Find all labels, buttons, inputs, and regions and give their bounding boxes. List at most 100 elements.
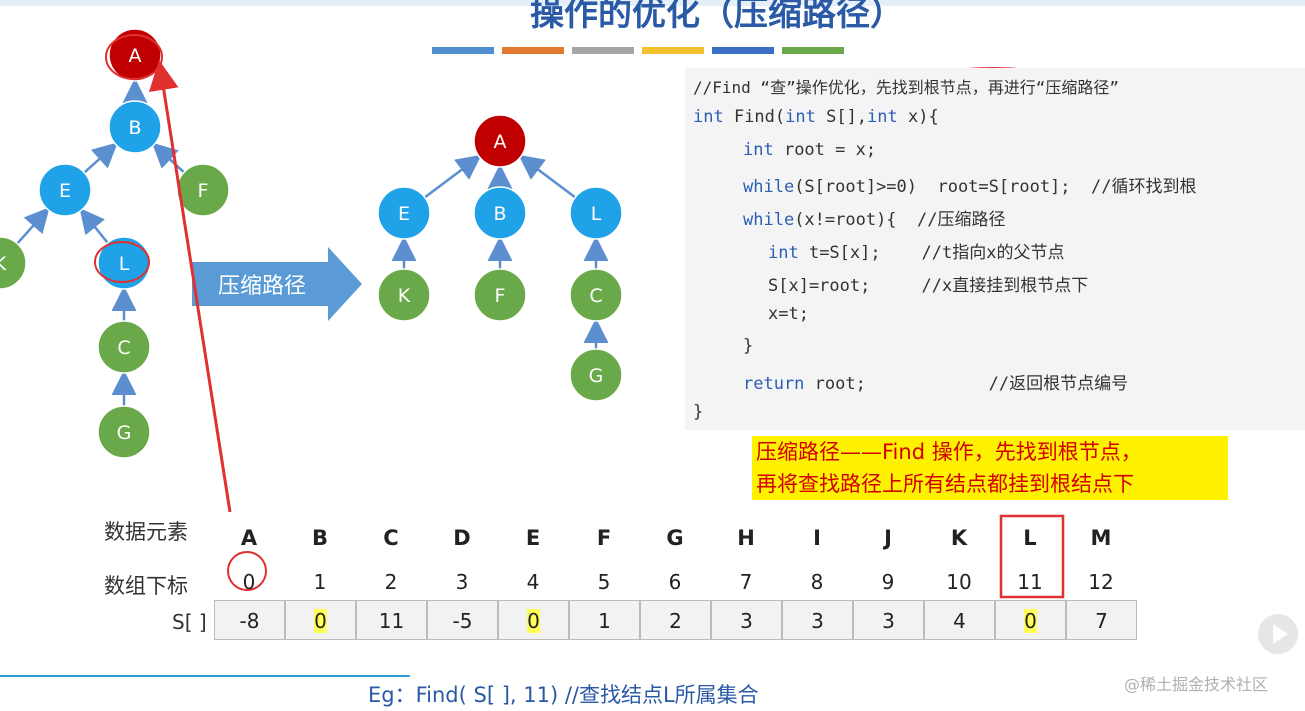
- title-strip: [0, 0, 1305, 6]
- value-cell: 0: [285, 600, 356, 640]
- color-bar-segment: [642, 47, 704, 54]
- value-cell: 3: [853, 600, 924, 640]
- before-node-B: B: [108, 100, 162, 154]
- red-circle-L: [94, 241, 150, 283]
- before-edge-F-B: [151, 142, 185, 174]
- value-cell: 2: [640, 600, 711, 640]
- code-line: //Find “查”操作优化，先找到根节点，再进行“压缩路径”: [693, 78, 1119, 97]
- code-line: }: [743, 336, 754, 357]
- index-cell: 6: [668, 570, 682, 594]
- value-cell: 3: [782, 600, 853, 640]
- element-header: K: [950, 526, 968, 550]
- before-node-label: A: [129, 45, 142, 67]
- element-header: A: [240, 526, 258, 550]
- value-cell: -5: [427, 600, 498, 640]
- edges-before: [16, 78, 185, 406]
- after-node-label: C: [589, 285, 602, 307]
- value-cell: 4: [924, 600, 995, 640]
- after-node-label: B: [493, 203, 506, 225]
- red-annotation-line: [148, 60, 232, 513]
- after-node-G: G: [569, 348, 623, 402]
- before-edge-L-E: [79, 207, 109, 244]
- compress-arrow-label: 压缩路径: [218, 274, 307, 299]
- explanation-note: 压缩路径——Find 操作，先找到根节点， 再将查找路径上所有结点都挂到根结点下: [752, 436, 1228, 500]
- note-line-1: 压缩路径——Find 操作，先找到根节点，: [756, 440, 1142, 464]
- index-cell: 12: [1088, 570, 1114, 594]
- before-node-label: G: [117, 422, 132, 444]
- code-line: return root; //返回根节点编号: [743, 374, 1129, 395]
- before-node-G: G: [97, 405, 151, 459]
- code-line: int t=S[x]; //t指向x的父节点: [768, 243, 1065, 263]
- index-cell: 3: [455, 570, 469, 594]
- before-node-label: B: [128, 117, 141, 139]
- before-node-label: C: [117, 337, 130, 359]
- label-elements: 数据元素: [104, 520, 188, 544]
- element-header: H: [737, 526, 755, 550]
- after-node-label: F: [495, 285, 506, 307]
- element-header: F: [596, 526, 612, 550]
- after-node-label: G: [589, 365, 604, 387]
- color-bar-segment: [572, 47, 634, 54]
- after-node-label: K: [398, 285, 411, 307]
- example-call: Eg：Find( S[ ], 11) //查找结点L所属集合: [368, 683, 759, 707]
- value-cell: -8: [214, 600, 285, 640]
- element-header: L: [1023, 526, 1037, 550]
- element-header: B: [311, 526, 328, 550]
- code-block: //Find “查”操作优化，先找到根节点，再进行“压缩路径” int Find(…: [685, 68, 1305, 430]
- code-line: S[x]=root; //x直接挂到根节点下: [768, 275, 1089, 296]
- element-header: G: [666, 526, 684, 550]
- bottom-divider: [0, 675, 410, 677]
- compress-arrow-shape: [192, 247, 362, 321]
- index-cell: 0: [242, 570, 256, 594]
- code-line: while(x!=root){ //压缩路径: [743, 210, 1006, 231]
- code-line: x=t;: [768, 303, 809, 324]
- value-cell: 11: [356, 600, 427, 640]
- value-cell: 1: [569, 600, 640, 640]
- label-s-array: S[ ]: [172, 610, 207, 634]
- note-line-2: 再将查找路径上所有结点都挂到根结点下: [756, 472, 1134, 496]
- after-node-C: C: [569, 268, 623, 322]
- value-cell: 7: [1066, 600, 1137, 640]
- index-cell: 10: [946, 570, 972, 594]
- element-header: J: [884, 526, 892, 550]
- element-header: E: [525, 526, 541, 550]
- after-edge-E-A: [424, 154, 482, 199]
- element-header: I: [813, 526, 821, 550]
- code-line: while(S[root]>=0) root=S[root]; //循环找到根: [743, 177, 1197, 198]
- value-cell: 0: [498, 600, 569, 640]
- before-node-F: F: [176, 163, 230, 217]
- index-cell: 9: [881, 570, 895, 594]
- color-bar-segment: [782, 47, 844, 54]
- element-header: M: [1090, 526, 1112, 550]
- nodes-before: A B E F K L C G: [0, 28, 230, 459]
- play-icon[interactable]: [1256, 612, 1300, 656]
- after-node-label: L: [591, 203, 602, 225]
- label-index: 数组下标: [104, 574, 188, 598]
- after-node-B: B: [473, 186, 527, 240]
- color-bar-segment: [432, 47, 494, 54]
- code-line: }: [693, 402, 704, 422]
- index-cell: 8: [810, 570, 824, 594]
- after-node-E: E: [377, 186, 431, 240]
- after-node-A: A: [473, 114, 527, 168]
- before-node-E: E: [38, 163, 92, 217]
- before-edge-E-B: [83, 142, 118, 174]
- before-node-label: L: [119, 253, 130, 275]
- after-node-label: A: [494, 131, 507, 153]
- index-cell: 1: [313, 570, 327, 594]
- before-node-label: E: [59, 180, 71, 202]
- before-node-L: L: [97, 236, 151, 290]
- before-node-C: C: [97, 320, 151, 374]
- code-line: int Find(int S[],int x){: [693, 106, 939, 127]
- index-cell: 5: [597, 570, 611, 594]
- before-edge-K-E: [16, 207, 50, 245]
- after-node-F: F: [473, 268, 527, 322]
- slide-title: 操作的优化（压缩路径）: [530, 0, 904, 34]
- after-node-K: K: [377, 268, 431, 322]
- after-node-label: E: [398, 203, 410, 225]
- code-line: int root = x;: [743, 139, 877, 160]
- color-bar-segment: [712, 47, 774, 54]
- before-node-label: K: [0, 253, 7, 275]
- index-cell: 7: [739, 570, 753, 594]
